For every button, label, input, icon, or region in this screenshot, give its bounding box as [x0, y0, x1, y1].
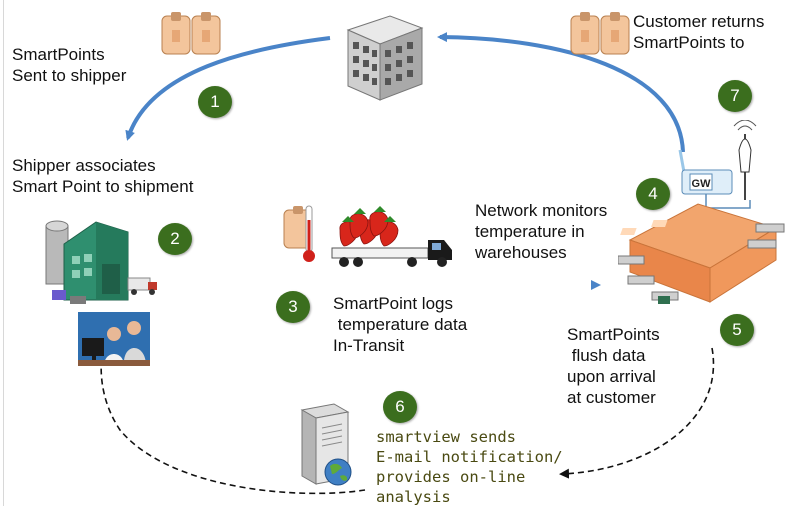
- label-smartview: smartview sends E-mail notification/ pro…: [376, 428, 563, 506]
- shipper-facility-icon: [45, 220, 157, 304]
- step-badge-7: 7: [718, 80, 752, 112]
- step-badge-6: 6: [383, 391, 417, 423]
- smartpoint-devices-icon: [161, 12, 221, 55]
- label-customer-returns: Customer returns SmartPoints to: [633, 12, 765, 52]
- gateway-label: GW: [692, 178, 712, 190]
- label-logs-in-transit: SmartPoint logs temperature data In-Tran…: [333, 294, 468, 355]
- label-flush-data: SmartPoints flush data upon arrival at c…: [567, 325, 660, 407]
- step-badge-5: 5: [720, 314, 754, 346]
- label-sent-to-shipper: SmartPoints Sent to shipper: [12, 45, 127, 85]
- left-border-line: [3, 0, 4, 506]
- warehouse-gateway-icon: GW: [618, 120, 785, 304]
- step-badge-1: 1: [198, 86, 232, 118]
- arrow-dashed-to-shipper: [96, 351, 366, 495]
- arrow-dashed-to-server: [559, 347, 715, 479]
- step-badge-3: 3: [276, 291, 310, 323]
- server-icon: [300, 403, 352, 486]
- step-badge-2: 2: [158, 223, 192, 255]
- in-transit-truck-icon: [283, 205, 452, 267]
- label-network-monitors: Network monitors temperature in warehous…: [475, 201, 608, 262]
- arrow-return-to-office: [437, 32, 685, 153]
- label-shipper-associates: Shipper associates Smart Point to shipme…: [12, 156, 194, 196]
- office-building-icon: [346, 15, 424, 101]
- smartpoint-devices-return-icon: [570, 12, 630, 55]
- office-workers-icon: [78, 312, 150, 366]
- step-badge-4: 4: [636, 178, 670, 210]
- arrow-sent-to-shipper: [125, 36, 331, 141]
